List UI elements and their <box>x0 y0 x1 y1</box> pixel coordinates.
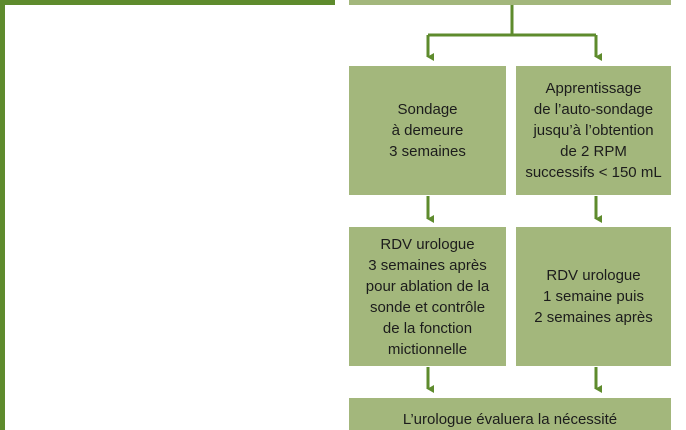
top-left-bar <box>0 0 335 5</box>
box-urologue-evaluation: L’urologue évaluera la nécessité <box>349 398 671 430</box>
box-apprentissage: Apprentissage de l’auto-sondage jusqu’à … <box>516 66 671 195</box>
box-rdv-urologue-right: RDV urologue 1 semaine puis 2 semaines a… <box>516 227 671 366</box>
left-frame-bar <box>0 0 5 430</box>
box-sondage-demeure: Sondage à demeure 3 semaines <box>349 66 506 195</box>
top-box <box>349 0 671 5</box>
box-bottom-text: L’urologue évaluera la nécessité <box>402 411 618 428</box>
box-sondage-text: Sondage à demeure 3 semaines <box>389 101 466 160</box>
box-apprentissage-text: Apprentissage de l’auto-sondage jusqu’à … <box>525 80 662 181</box>
box-rdv-left-text: RDV urologue 3 semaines après pour ablat… <box>365 235 490 358</box>
box-rdv-urologue-left: RDV urologue 3 semaines après pour ablat… <box>349 227 506 366</box>
box-rdv-right-text: RDV urologue 1 semaine puis 2 semaines a… <box>534 267 653 326</box>
